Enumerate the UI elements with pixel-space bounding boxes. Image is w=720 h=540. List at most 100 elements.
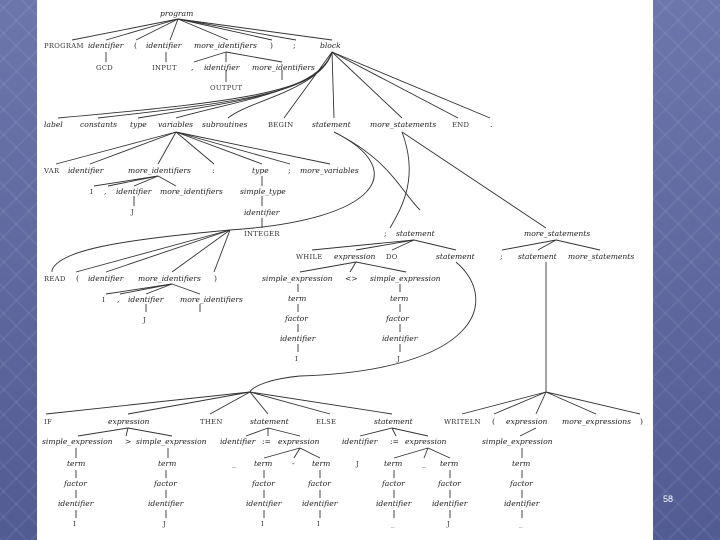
- node-input: INPUT: [152, 64, 177, 72]
- if-curve-edges: [249, 261, 547, 393]
- node-simple-expression-w1: simple_expression: [482, 437, 553, 446]
- node-rparen-2: ): [214, 274, 217, 283]
- node-more-statements-2: more_statements: [524, 229, 590, 238]
- node-variables: variables: [158, 120, 193, 129]
- node-end: END: [452, 121, 470, 129]
- node-cond-i: I: [295, 355, 298, 363]
- node-factor-c2: factor: [385, 314, 409, 323]
- node-rparen-3: ): [640, 417, 643, 426]
- node-comma-1: ,: [191, 63, 193, 72]
- node-if: IF: [44, 418, 52, 426]
- node-value-6: J: [446, 520, 450, 528]
- node-identifier-e1: identifier: [342, 437, 378, 446]
- slide-page-number: 58: [663, 494, 674, 504]
- node-label: label: [44, 120, 63, 129]
- node-minus-1: -: [292, 459, 295, 468]
- node-term-5: term: [384, 459, 402, 468]
- node-expression-2: expression: [108, 417, 150, 426]
- node-output: OUTPUT: [210, 84, 243, 92]
- node-var-j: J: [130, 208, 134, 216]
- node-not-equal: <>: [345, 274, 358, 283]
- node-var: VAR: [43, 167, 60, 175]
- node-identifier-l2: identifier: [148, 499, 184, 508]
- node-term-1: term: [67, 459, 85, 468]
- node-factor-4: factor: [307, 479, 331, 488]
- node-statement-6: statement: [374, 417, 414, 426]
- node-assign-1: :=: [262, 437, 271, 446]
- node-factor-c1: factor: [284, 314, 308, 323]
- node-simple-expression-2: simple_expression: [370, 274, 441, 283]
- node-cond-j: J: [396, 355, 400, 363]
- node-more-identifiers-4: more_identifiers: [160, 187, 223, 196]
- node-writeln: WRITELN: [444, 418, 481, 426]
- node-program: program: [160, 9, 193, 18]
- statement-edges: [51, 131, 547, 271]
- node-while: WHILE: [296, 253, 323, 261]
- node-statement-2: statement: [396, 229, 436, 238]
- node-factor-2: factor: [153, 479, 177, 488]
- node-assign-target-j: J: [355, 460, 359, 468]
- root-edges: [71, 18, 333, 41]
- node-identifier-7: identifier: [88, 274, 124, 283]
- node-term-7: term: [512, 459, 530, 468]
- node-value-7: _: [519, 520, 523, 528]
- node-identifier-t1: identifier: [220, 437, 256, 446]
- node-identifier-l7: identifier: [504, 499, 540, 508]
- node-var-i: I: [90, 188, 93, 196]
- node-value-3: I: [261, 520, 264, 528]
- node-semicolon-1: ;: [293, 41, 296, 50]
- node-identifier-2: identifier: [146, 41, 182, 50]
- node-identifier-c1: identifier: [280, 334, 316, 343]
- node-more-expressions: more_expressions: [562, 417, 631, 426]
- node-semicolon-2: ;: [288, 166, 291, 175]
- node-more-variables: more_variables: [300, 166, 359, 175]
- node-expression-3: expression: [506, 417, 548, 426]
- node-factor-1: factor: [63, 479, 87, 488]
- node-more-statements-1: more_statements: [370, 120, 436, 129]
- node-comma-2: ,: [104, 187, 106, 196]
- node-factor-5: factor: [381, 479, 405, 488]
- condition-edges: [297, 261, 407, 352]
- node-statement-4: statement: [518, 252, 558, 261]
- node-do: DO: [386, 253, 398, 261]
- node-term-4: term: [312, 459, 330, 468]
- node-else: ELSE: [316, 418, 336, 426]
- node-lparen-3: (: [492, 417, 495, 426]
- node-then: THEN: [200, 418, 223, 426]
- node-period: .: [490, 120, 492, 129]
- node-term-6: term: [440, 459, 458, 468]
- node-semicolon-4: ;: [500, 252, 503, 261]
- node-value-5: _: [391, 520, 395, 528]
- node-expression-t1: expression: [278, 437, 320, 446]
- node-program-keyword: PROGRAM: [44, 42, 84, 50]
- node-term-c1: term: [288, 294, 306, 303]
- node-read-i: I: [102, 296, 105, 304]
- node-identifier-5: identifier: [116, 187, 152, 196]
- node-identifier-4: identifier: [68, 166, 104, 175]
- row2-edges: [105, 51, 283, 82]
- node-greater-than: >: [125, 437, 131, 446]
- node-underscore-1: _: [232, 459, 236, 468]
- node-type-2: type: [252, 166, 269, 175]
- node-factor-7: factor: [509, 479, 533, 488]
- node-value-1: I: [73, 520, 76, 528]
- node-assign-2: :=: [390, 437, 399, 446]
- node-expression-1: expression: [334, 252, 376, 261]
- node-comma-3: ,: [117, 295, 119, 304]
- node-identifier-c2: identifier: [382, 334, 418, 343]
- node-value-2: J: [162, 520, 166, 528]
- node-identifier-1: identifier: [88, 41, 124, 50]
- node-identifier-l5: identifier: [376, 499, 412, 508]
- node-identifier-l1: identifier: [58, 499, 94, 508]
- node-identifier-l4: identifier: [302, 499, 338, 508]
- node-type: type: [130, 120, 147, 129]
- node-lparen-1: (: [134, 41, 137, 50]
- node-statement-3: statement: [436, 252, 476, 261]
- node-more-identifiers-6: more_identifiers: [180, 295, 243, 304]
- node-colon-1: :: [212, 166, 215, 175]
- node-semicolon-3: ;: [384, 229, 387, 238]
- node-rparen-1: ): [270, 41, 273, 50]
- while-edges: [311, 239, 601, 251]
- node-term-3: term: [254, 459, 272, 468]
- node-read: READ: [44, 275, 66, 283]
